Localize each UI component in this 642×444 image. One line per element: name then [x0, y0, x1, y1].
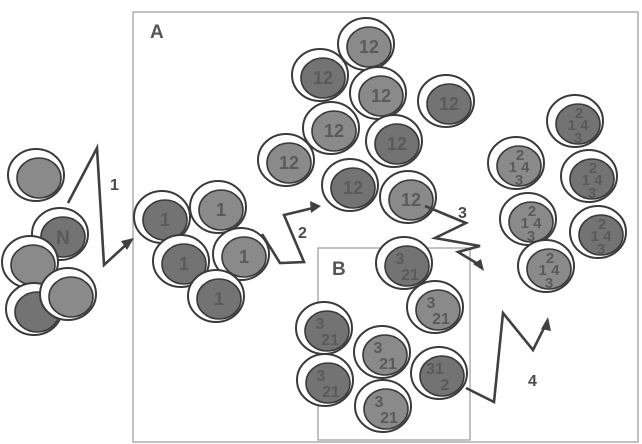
cell-label: 12	[439, 94, 459, 114]
cell-gen-12: 12	[337, 17, 395, 71]
cell-label: 1	[160, 210, 170, 230]
cell-gen-1: 1	[189, 180, 247, 234]
cell-gen-1234: 21 43	[560, 149, 618, 203]
cell-label: 12	[359, 37, 379, 57]
cell-label-bottom: 3	[545, 275, 553, 292]
cell-gen-12: 12	[257, 133, 315, 187]
cell-label-bottom: 2	[441, 377, 450, 394]
step-2-label: 2	[298, 225, 307, 242]
cell-gen-1: 1	[133, 190, 191, 244]
cell-label-top: 3	[316, 316, 325, 333]
cell-gen-1: 1	[212, 227, 270, 281]
cell-gen-1: 1	[187, 269, 245, 323]
cell-label: 1	[214, 289, 224, 309]
cell-label-n: N	[56, 228, 70, 249]
cell-label-top: 2	[598, 216, 606, 233]
cell-gen-1234: 21 43	[546, 94, 604, 148]
panel-a-label: A	[150, 22, 164, 43]
step-3-label: 3	[458, 205, 467, 222]
cell-label-bottom: 21	[321, 332, 339, 349]
cell-label-top: 2	[516, 147, 524, 164]
cell-label-middle: 1 4	[568, 117, 590, 134]
cell-label-bottom: 3	[588, 185, 596, 202]
cell-label-top: 3	[375, 394, 384, 411]
cell-label: 12	[313, 68, 333, 88]
cell-label-top: 2	[528, 203, 536, 220]
step-1-arrow	[66, 143, 134, 268]
cell-label-top: 2	[575, 105, 583, 122]
step-4-arrow	[465, 309, 551, 405]
cell-label-middle: 1 4	[521, 215, 543, 232]
cell-gen-12: 12	[302, 101, 360, 155]
cell-label: 1	[239, 247, 249, 267]
cell-label-bottom: 21	[401, 267, 419, 284]
cell-label-top: 31	[426, 361, 444, 378]
cell-label: 12	[371, 86, 391, 106]
cell-gen-12: 12	[321, 158, 379, 212]
cell-label-top: 3	[396, 251, 405, 268]
cell-gen-12: 12	[379, 170, 437, 224]
cell-gen-312: 312	[410, 346, 468, 400]
cell-gen-12: 12	[291, 48, 349, 102]
cell-label-bottom: 3	[527, 228, 535, 245]
step-1-label: 1	[110, 177, 119, 194]
cell-gen-12: 12	[365, 114, 423, 168]
cell-label-top: 3	[427, 295, 436, 312]
cell-label-top: 3	[317, 368, 326, 385]
cell-initial	[1, 235, 59, 289]
cell-gen-1: 1	[152, 234, 210, 288]
cell-label-middle: 1 4	[591, 228, 613, 245]
cell-gen-12: 12	[417, 74, 475, 128]
cell-initial	[7, 148, 65, 202]
cell-label: 12	[324, 121, 344, 141]
cell-label: 1	[216, 200, 226, 220]
panel-a-frame	[132, 11, 639, 443]
cell-gen-12: 12	[349, 66, 407, 120]
cell-initial	[39, 267, 97, 321]
cell-label: 12	[279, 153, 299, 173]
cell-gen-321: 321	[406, 280, 464, 334]
cell-label-middle: 1 4	[539, 262, 561, 279]
cell-gen-321: 321	[353, 325, 411, 379]
cell-label-bottom: 21	[379, 356, 397, 373]
cell-gen-1234: 21 43	[517, 239, 575, 293]
cell-label-top: 3	[374, 340, 383, 357]
cell-label-middle: 1 4	[509, 159, 531, 176]
cell-label: 1	[179, 254, 189, 274]
cell-gen-1234: 21 43	[569, 205, 627, 259]
cell-label-bottom: 21	[380, 410, 398, 427]
cell-label: 12	[387, 134, 407, 154]
cell-label: 12	[401, 190, 421, 210]
panel-b-label: B	[332, 259, 346, 280]
cell-label-middle: 1 4	[582, 172, 604, 189]
cell-label-bottom: 3	[597, 241, 605, 258]
cell-label: 12	[343, 178, 363, 198]
cell-gen-1234: 21 43	[499, 192, 557, 246]
cell-gen-321: 321	[296, 353, 354, 407]
cell-gen-321: 321	[295, 301, 353, 355]
cell-gen-321: 321	[375, 236, 433, 290]
cell-label-bottom: 3	[574, 130, 582, 147]
cell-label-top: 2	[589, 160, 597, 177]
cell-label-bottom: 3	[515, 172, 523, 189]
cell-label-bottom: 21	[322, 384, 340, 401]
step-3-arrow	[424, 204, 484, 271]
step-2-arrow	[260, 201, 321, 265]
cell-gen-1234: 21 43	[487, 136, 545, 190]
cell-label-bottom: 21	[432, 311, 450, 328]
cell-label-top: 2	[546, 250, 554, 267]
cell-gen-321: 321	[354, 379, 412, 433]
step-4-label: 4	[528, 373, 537, 390]
